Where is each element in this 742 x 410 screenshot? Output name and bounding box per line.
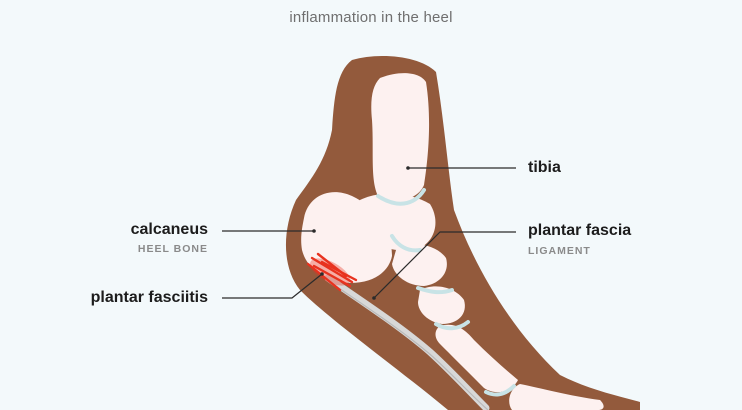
navicular-bone (392, 244, 447, 286)
plantar-fascia-label: plantar fascia (528, 222, 632, 239)
plantar-fascia-sublabel: LIGAMENT (528, 245, 591, 257)
leader-dots (312, 166, 410, 300)
leader-lines (222, 167, 516, 299)
phalanx-bone (509, 384, 604, 410)
plantar-fasciitis-leader (222, 273, 323, 299)
plantar-fasciitis-label: plantar fasciitis (90, 289, 208, 306)
tibia-bone (371, 73, 430, 201)
diagram-title: inflammation in the heel (289, 9, 453, 26)
cuneiform-bone (418, 286, 465, 324)
calcaneus-label: calcaneus (130, 221, 208, 238)
plantar-fascia-edge (329, 281, 489, 410)
plantar-fascia-leader (373, 231, 516, 299)
talus-bone (356, 193, 436, 251)
metatarsal-bone (435, 324, 518, 393)
calcaneus-sublabel: HEEL BONE (137, 243, 208, 255)
plantar-fascia-band (324, 274, 490, 410)
joint-cartilage (376, 188, 516, 397)
inflammation-marker (306, 252, 358, 292)
tibia-label: tibia (528, 159, 561, 176)
